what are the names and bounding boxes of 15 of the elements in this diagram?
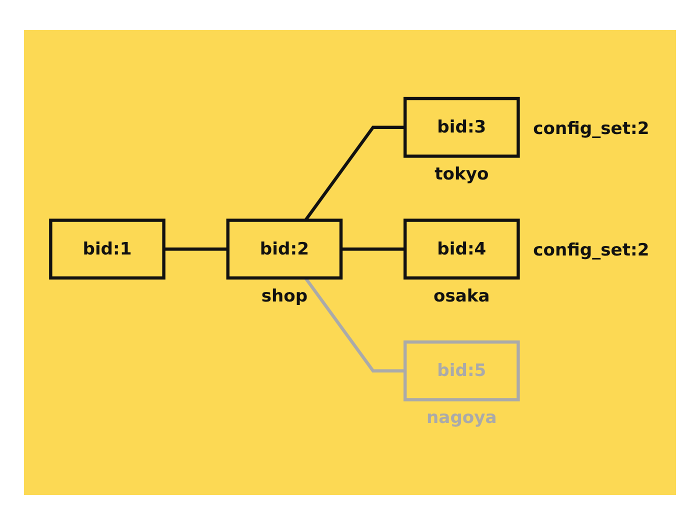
node-box <box>404 340 520 401</box>
config-note: config_set:2 <box>533 240 650 260</box>
folder-name: tokyo <box>434 164 489 184</box>
folder-name: osaka <box>434 286 490 306</box>
connector <box>164 247 228 250</box>
node-box <box>49 218 166 280</box>
panel-background: bid:1 bid:2 bid:3 bid:4 bid:5 shop tokyo config_set:2 osaka config_set:2 nagoya <box>24 30 676 495</box>
node-box <box>226 218 343 280</box>
connector <box>341 247 406 250</box>
config-note: config_set:2 <box>533 118 650 138</box>
folder-name: shop <box>261 286 308 306</box>
node-box <box>404 218 520 280</box>
folder-name: nagoya <box>426 408 497 428</box>
connector <box>304 276 406 372</box>
node-box <box>404 96 520 158</box>
